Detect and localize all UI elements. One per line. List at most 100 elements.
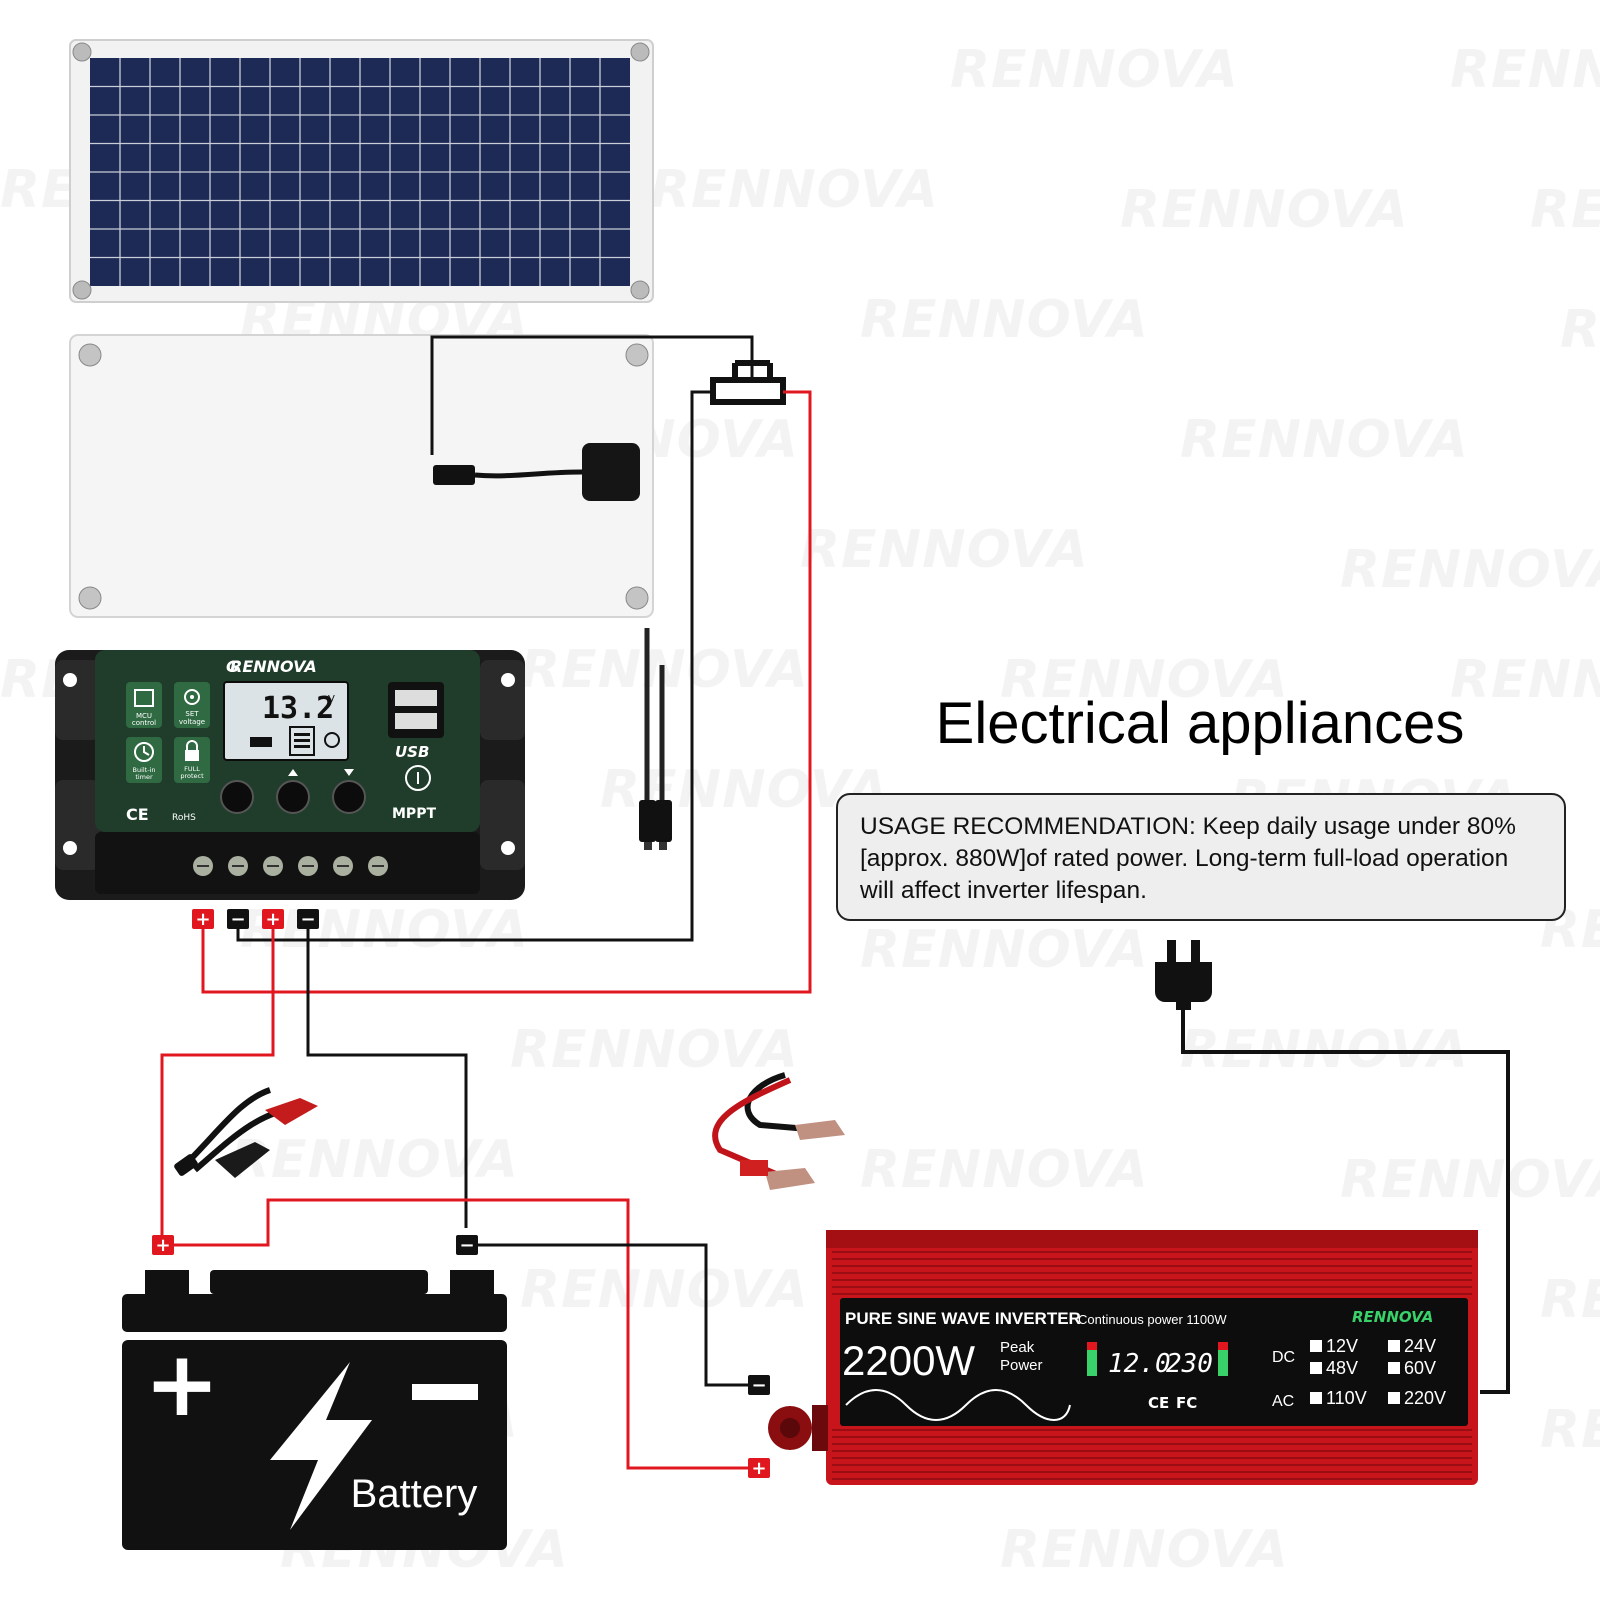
- svg-text:protect: protect: [180, 772, 204, 780]
- controller-terminal-sign: +: [195, 909, 210, 930]
- wire-inverter-negative: [476, 1243, 748, 1387]
- copper-clip-red: [765, 1168, 815, 1190]
- rohs-mark: RoHS: [172, 813, 196, 823]
- mppt-label: MPPT: [392, 806, 436, 822]
- svg-text:timer: timer: [135, 773, 153, 781]
- inverter-peak-label-1: Peak: [1000, 1339, 1035, 1356]
- solar-cell-grid: [90, 58, 630, 286]
- solar-panel-back: [69, 334, 654, 618]
- junction-box: [582, 443, 640, 501]
- inverter-plus-terminal: +: [751, 1458, 766, 1479]
- dc-option-label: 24V: [1404, 1336, 1436, 1356]
- controller-terminal-sign: +: [265, 909, 280, 930]
- display-dc: 12.0: [1108, 1349, 1171, 1379]
- controller-terminal-marker: [227, 909, 249, 929]
- svg-text:control: control: [132, 719, 156, 727]
- inverter-peak-value: 2200W: [842, 1337, 975, 1384]
- wire-battery-negative: [306, 928, 468, 1228]
- down-button[interactable]: [332, 780, 366, 814]
- battery-clip-cable: [174, 1087, 318, 1178]
- controller-terminal-sign: −: [300, 909, 315, 930]
- inverter-peak-label-2: Power: [1000, 1357, 1043, 1374]
- controller-terminal-marker: [192, 909, 214, 929]
- option-checkbox: [1388, 1392, 1400, 1404]
- lightning-icon: [270, 1362, 372, 1530]
- chip-icon: MCU control: [126, 682, 162, 728]
- usage-recommendation-box: USAGE RECOMMENDATION: Keep daily usage u…: [836, 793, 1566, 921]
- controller-terminal-marker: [297, 909, 319, 929]
- svg-text:SET: SET: [185, 710, 199, 718]
- usage-label: USAGE RECOMMENDATION:: [860, 813, 1196, 840]
- option-checkbox: [1388, 1362, 1400, 1374]
- inverter-minus-terminal: −: [751, 1375, 766, 1396]
- down-arrow-icon: [344, 769, 354, 776]
- inverter-terminal-markers: − +: [748, 1375, 770, 1479]
- inverter: PURE SINE WAVE INVERTER Continuous power…: [768, 1230, 1478, 1485]
- wire-solar-negative: [236, 390, 713, 942]
- wire-inverter-positive: [172, 1198, 748, 1470]
- ac-label: AC: [1272, 1393, 1294, 1410]
- appliances-heading: Electrical appliances: [935, 691, 1465, 756]
- display-ac: 230: [1166, 1349, 1213, 1379]
- usb-port-icon: USB: [388, 682, 444, 761]
- controller-brand: RENNOVA: [230, 657, 317, 676]
- black-clip: [215, 1142, 270, 1178]
- red-clip: [265, 1098, 318, 1125]
- wire-panel-black: [430, 335, 754, 455]
- battery-label: Battery: [351, 1472, 478, 1516]
- wire-battery-positive: [160, 928, 275, 1238]
- mc4-connector: [710, 377, 786, 405]
- inverter-ce: CE: [1148, 1394, 1169, 1412]
- lcd-voltage: 13.2: [262, 691, 334, 726]
- inverter-display: [1082, 1340, 1232, 1380]
- copper-clip-black: [795, 1120, 845, 1140]
- battery-minus-terminal: −: [459, 1235, 474, 1256]
- usb-label: USB: [395, 743, 429, 761]
- ac-option-label: 110V: [1326, 1388, 1367, 1408]
- gear-icon: SET voltage: [174, 682, 210, 728]
- heatsink-fins: [832, 1251, 1472, 1480]
- inverter-continuous: Continuous power 1100W: [1078, 1312, 1227, 1327]
- controller-terminal-marker: [262, 909, 284, 929]
- lock-icon: FULL protect: [174, 737, 210, 783]
- inverter-title: PURE SINE WAVE INVERTER: [845, 1309, 1081, 1328]
- usage-text: Keep daily usage under 80% [approx. 880W…: [860, 813, 1516, 904]
- up-button[interactable]: [276, 780, 310, 814]
- battery-plus: +: [144, 1332, 219, 1437]
- voltage-options: 12V 24V 48V 60V 110V 220V: [1310, 1336, 1446, 1408]
- plug-icon: [1155, 940, 1212, 1010]
- svg-text:FULL: FULL: [184, 765, 200, 773]
- dc-label: DC: [1272, 1349, 1295, 1366]
- inverter-brand: RENNOVA: [1352, 1308, 1433, 1326]
- svg-text:Built-in: Built-in: [132, 766, 155, 774]
- wires: [160, 335, 1510, 1470]
- lcd-battery-icon: [250, 726, 340, 756]
- battery-terminal-markers: + −: [152, 1235, 478, 1256]
- dc-connector: [433, 465, 475, 485]
- controller-terminal-sign: −: [230, 909, 245, 930]
- battery: + Battery: [122, 1270, 507, 1550]
- bulb-icon: [405, 765, 431, 791]
- sine-wave-icon: [845, 1389, 1071, 1421]
- charge-controller: RENNOVA G MCU control SET voltage Built-…: [55, 650, 525, 900]
- menu-button[interactable]: [220, 780, 254, 814]
- battery-plus-terminal: +: [155, 1235, 170, 1256]
- lcd-unit: V: [328, 694, 335, 705]
- up-arrow-icon: [288, 769, 298, 776]
- option-checkbox: [1310, 1340, 1322, 1352]
- option-checkbox: [1310, 1392, 1322, 1404]
- dc-extension-cable: [639, 628, 672, 850]
- svg-text:MCU: MCU: [136, 712, 152, 720]
- dc-option-label: 12V: [1326, 1336, 1358, 1356]
- ac-option-label: 220V: [1404, 1388, 1446, 1408]
- dc-option-label: 60V: [1404, 1358, 1436, 1378]
- wire-appliance: [1181, 1008, 1510, 1394]
- battery-minus-bar: [412, 1384, 478, 1400]
- inverter-fc: FC: [1176, 1394, 1197, 1412]
- terminal-screws: [193, 856, 388, 876]
- brand-logo-mark: G: [226, 657, 239, 676]
- inverter-clip-cable: [712, 1072, 845, 1190]
- dc-option-label: 48V: [1326, 1358, 1358, 1378]
- clock-icon: Built-in timer: [126, 737, 162, 783]
